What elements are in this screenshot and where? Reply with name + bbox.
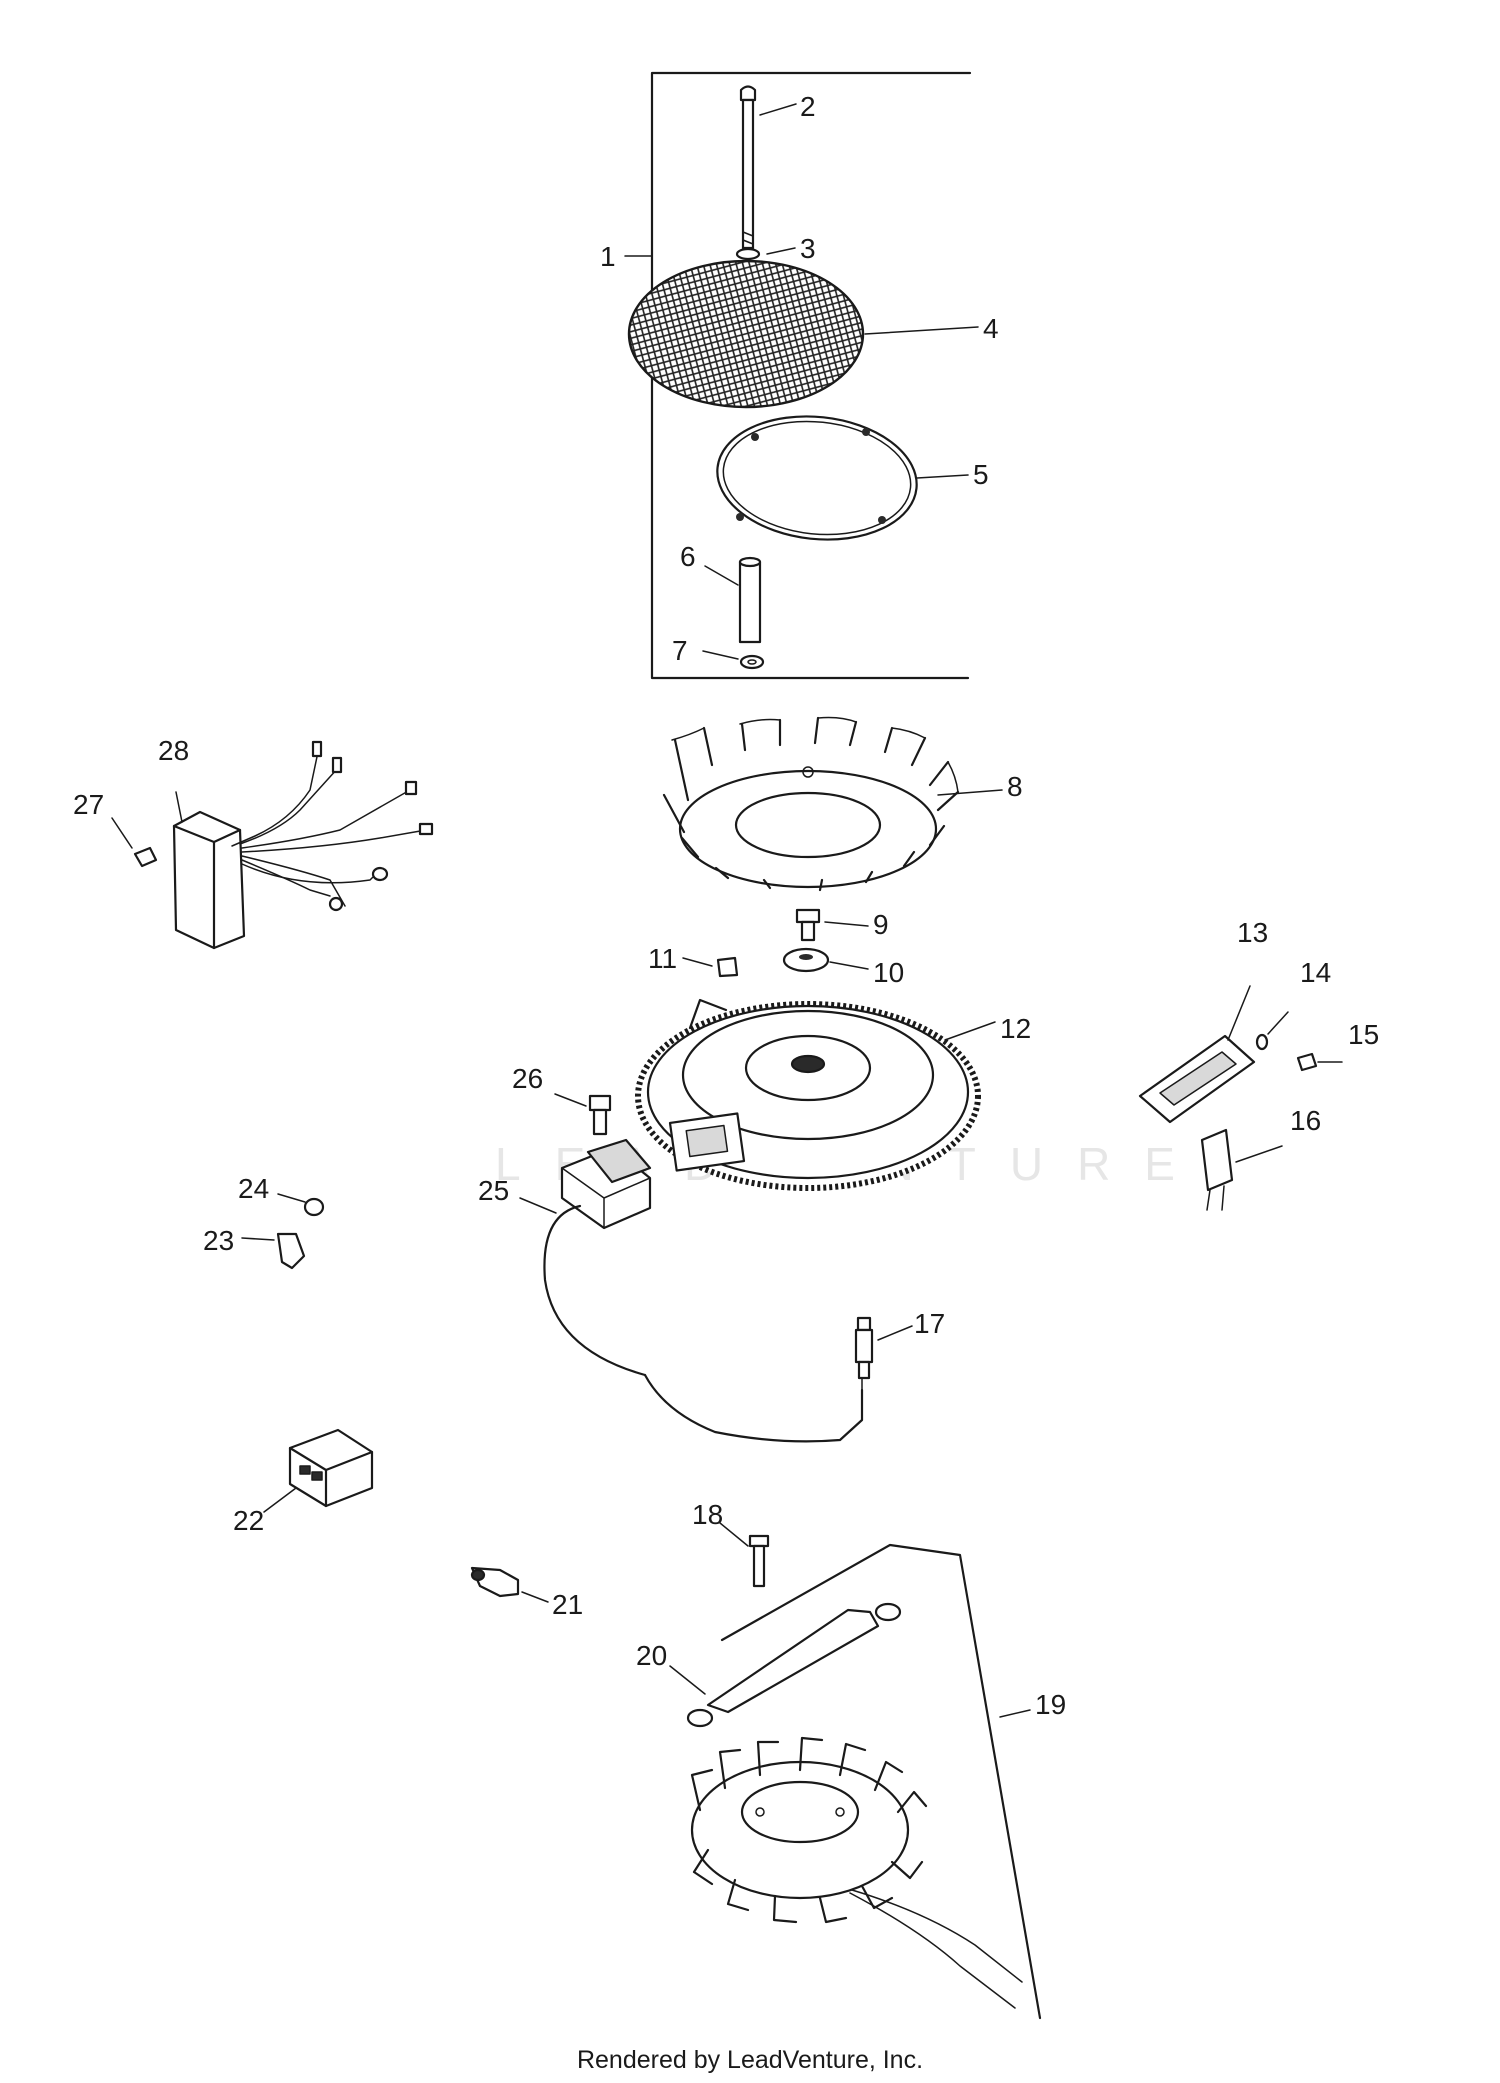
part-25-ignition-module — [519, 1138, 864, 1443]
part-21-clamp — [470, 1566, 549, 1603]
callout-26: 26 — [512, 1063, 543, 1094]
callout-9: 9 — [873, 909, 889, 940]
part-22-block — [263, 1428, 374, 1513]
callout-6: 6 — [680, 541, 696, 572]
callout-5: 5 — [973, 459, 989, 490]
footer-credit: Rendered by LeadVenture, Inc. — [577, 2046, 923, 2074]
callout-8: 8 — [1007, 771, 1023, 802]
callout-3: 3 — [800, 233, 816, 264]
callout-21: 21 — [552, 1589, 583, 1620]
callout-labels: 1 2 3 4 5 6 7 8 9 10 11 12 13 14 15 16 1… — [73, 91, 1379, 1720]
callout-7: 7 — [672, 635, 688, 666]
part-9-bolt — [795, 908, 869, 942]
callout-2: 2 — [800, 91, 816, 122]
part-17-spark-plug — [854, 1316, 913, 1391]
part-3-washer — [735, 247, 796, 261]
part-19-stator — [690, 1543, 1042, 2020]
callout-14: 14 — [1300, 957, 1331, 988]
part-15-screw — [1296, 1052, 1343, 1072]
callout-13: 13 — [1237, 917, 1268, 948]
part-2-bolt — [739, 85, 797, 250]
part-16-connector — [1200, 1128, 1283, 1211]
callout-20: 20 — [636, 1640, 667, 1671]
part-11-key — [682, 956, 739, 978]
callout-10: 10 — [873, 957, 904, 988]
part-7-washer — [702, 650, 765, 670]
callout-15: 15 — [1348, 1019, 1379, 1050]
callout-24: 24 — [238, 1173, 269, 1204]
part-5-ring — [716, 415, 969, 541]
callout-11: 11 — [648, 943, 677, 974]
part-20-strap — [669, 1602, 902, 1728]
callout-28: 28 — [158, 735, 189, 766]
part-27-screw — [111, 817, 158, 868]
callout-4: 4 — [983, 313, 999, 344]
part-26-bolt — [554, 1093, 612, 1136]
callout-22: 22 — [233, 1505, 264, 1536]
part-18-bolt — [719, 1522, 770, 1588]
part-24-nut — [277, 1193, 325, 1217]
part-28-regulator — [172, 740, 434, 950]
callout-18: 18 — [692, 1499, 723, 1530]
callout-23: 23 — [203, 1225, 234, 1256]
callout-1: 1 — [600, 241, 616, 272]
part-10-washer — [782, 947, 869, 973]
callout-27: 27 — [73, 789, 104, 820]
callout-12: 12 — [1000, 1013, 1031, 1044]
part-6-spacer — [704, 556, 762, 644]
callout-16: 16 — [1290, 1105, 1321, 1136]
part-4-screen — [627, 259, 979, 409]
part-12-flywheel — [635, 998, 996, 1191]
part-13-module — [1138, 985, 1256, 1124]
callout-19: 19 — [1035, 1689, 1066, 1720]
callout-17: 17 — [914, 1308, 945, 1339]
callout-25: 25 — [478, 1175, 509, 1206]
part-23-clamp — [241, 1232, 306, 1270]
part-8-fan — [662, 716, 1003, 892]
part-14-nut — [1255, 1011, 1289, 1051]
